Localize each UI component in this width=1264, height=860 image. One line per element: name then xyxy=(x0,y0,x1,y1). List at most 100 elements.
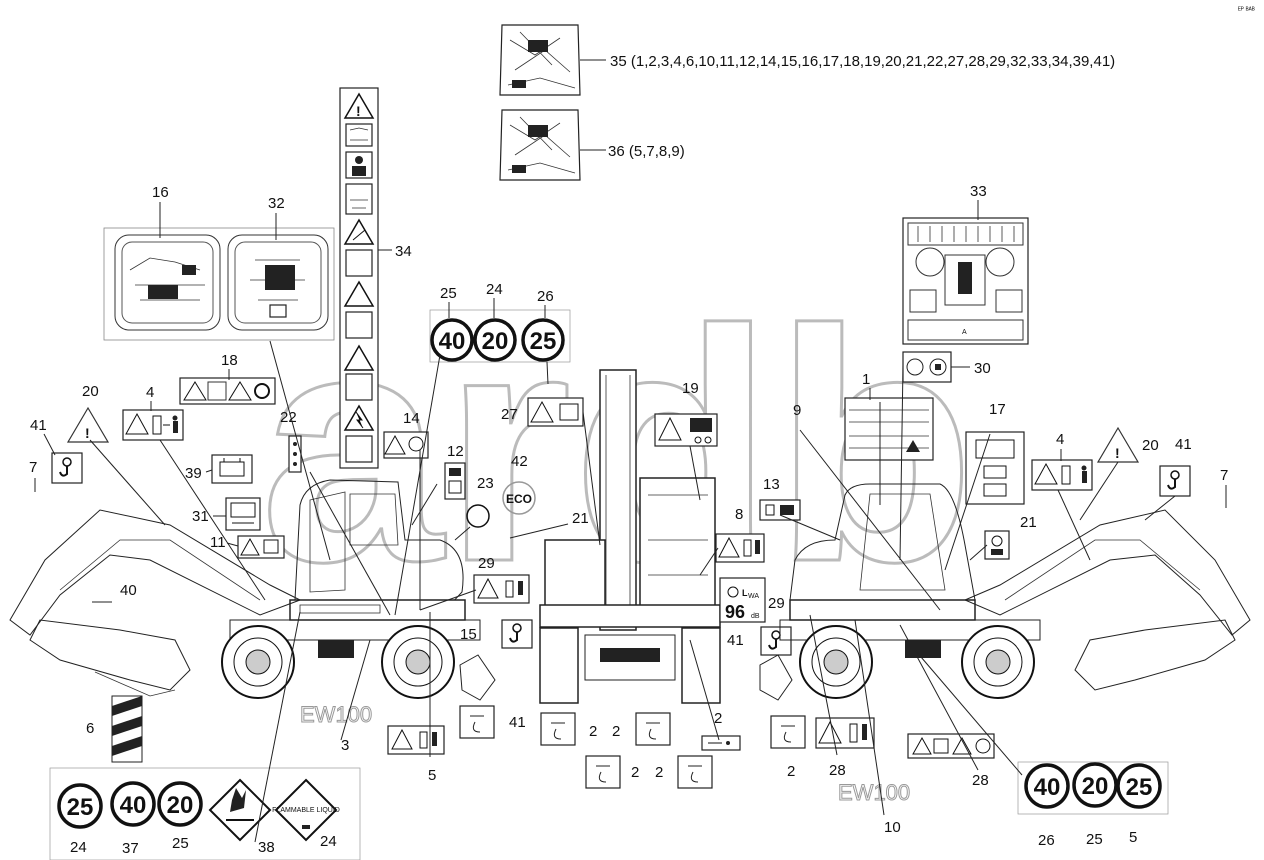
decal-42-eco: ECO xyxy=(502,481,536,515)
decal-41-center-right xyxy=(760,626,792,656)
callout-34: 34 xyxy=(395,243,412,260)
callout-22: 22 xyxy=(280,409,297,426)
svg-text:!: ! xyxy=(1115,445,1120,461)
decal-18 xyxy=(179,377,276,405)
hazard-diamond-38 xyxy=(208,778,272,842)
callout-10: 28 xyxy=(972,772,989,789)
callout-41: 41 xyxy=(30,417,47,434)
callout-9: 9 xyxy=(793,402,801,419)
speed-sign-25-br: 25 xyxy=(1116,763,1162,809)
callout-21-label: 21 xyxy=(1020,514,1037,531)
callout-38: 38 xyxy=(258,839,275,856)
decal-23 xyxy=(466,504,490,528)
callout-23: 23 xyxy=(477,475,494,492)
bottom-left-panel xyxy=(49,767,361,860)
decal-30 xyxy=(902,351,952,383)
speed-sign-40: 40 xyxy=(430,318,474,362)
speed-sign-20-br: 20 xyxy=(1072,762,1118,808)
callout-2-b: 2 xyxy=(589,723,597,740)
callout-25-br: 26 xyxy=(1038,832,1055,849)
decal-20-left: ! xyxy=(66,406,110,443)
warning-triangle-icon xyxy=(343,344,375,371)
callout-27: 27 xyxy=(501,406,518,423)
callout-24: 24 xyxy=(486,281,503,298)
decal-2-f xyxy=(770,715,806,749)
callout-25-bl: 37 xyxy=(122,840,139,857)
excavator-front-view xyxy=(539,369,721,704)
callout-13: 13 xyxy=(763,476,780,493)
decal-41-center-left xyxy=(501,619,533,649)
excavator-right-side: EW100 xyxy=(759,483,1251,806)
callout-37: 24 xyxy=(320,833,337,850)
callout-3: 2 xyxy=(714,710,722,727)
svg-text:A: A xyxy=(962,329,967,336)
decal-21 xyxy=(984,530,1010,560)
svg-text:WA: WA xyxy=(748,593,759,600)
callout-5: 3 xyxy=(341,737,349,754)
speed-sign-25-bl: 25 xyxy=(57,783,103,829)
bottom-right-panel xyxy=(1017,761,1169,815)
decal-14 xyxy=(383,431,429,459)
callout-2-c: 2 xyxy=(612,723,620,740)
callout-30: 30 xyxy=(974,360,991,377)
callout-41-d: 41 xyxy=(727,632,744,649)
callout-8: 21 xyxy=(572,510,589,527)
svg-text:25: 25 xyxy=(1126,774,1153,801)
callout-15: 29 xyxy=(768,595,785,612)
svg-text:25: 25 xyxy=(530,328,557,355)
decal-19 xyxy=(654,413,718,447)
callout-28: 5 xyxy=(428,767,436,784)
decal-1 xyxy=(844,397,934,461)
decal-41-left xyxy=(51,452,83,484)
decal-32 xyxy=(227,234,329,331)
callout-31: 31 xyxy=(192,508,209,525)
svg-text:L: L xyxy=(742,588,748,598)
corner-mark: ᴱᴾ ᴮᴬᴮ xyxy=(1238,6,1255,14)
callout-25: 25 xyxy=(440,285,457,302)
svg-text:20: 20 xyxy=(1082,773,1109,800)
callout-5-b: 10 xyxy=(884,819,901,836)
leader-lines xyxy=(89,340,1176,843)
callout-7: 7 xyxy=(29,459,37,476)
callout-4: 4 xyxy=(146,384,154,401)
kit-label-36: 36 (5,7,8,9) xyxy=(608,143,685,160)
callout-32: 32 xyxy=(268,195,285,212)
callout-11: 11 xyxy=(210,534,226,551)
callout-24-bl: 25 xyxy=(172,835,189,852)
decal-2-e xyxy=(677,755,713,789)
warning-triangle-icon xyxy=(343,404,375,431)
callout-28-b: 28 xyxy=(829,762,846,779)
decal-13 xyxy=(759,499,801,521)
callout-33: 33 xyxy=(970,183,987,200)
callout-26: 26 xyxy=(537,288,554,305)
svg-text:ECO: ECO xyxy=(506,492,532,506)
decal-4-right xyxy=(1031,459,1093,491)
callout-12: 12 xyxy=(447,443,464,460)
callout-26-bl: 24 xyxy=(70,839,87,856)
decal-34-strip: ! xyxy=(339,87,379,469)
callout-29: 8 xyxy=(735,506,743,523)
decal-33: A xyxy=(902,217,1029,345)
decal-39 xyxy=(211,454,253,484)
speed-sign-40-br: 40 xyxy=(1024,763,1070,809)
decal-6-stripes xyxy=(111,695,143,763)
decal-2-a xyxy=(459,705,495,739)
decal-2-b xyxy=(540,712,576,746)
decal-4-left xyxy=(122,409,184,441)
svg-text:40: 40 xyxy=(439,328,466,355)
callout-2-f: 2 xyxy=(787,763,795,780)
decal-2-d xyxy=(585,755,621,789)
decal-15-noise: L WA 96 dB xyxy=(719,577,766,623)
callout-14: 14 xyxy=(403,410,420,427)
callout-20-b: 20 xyxy=(1142,437,1159,454)
decal-27 xyxy=(527,397,584,427)
decal-10 xyxy=(907,733,995,759)
svg-text:40: 40 xyxy=(120,792,147,819)
decal-20-right: ! xyxy=(1096,426,1140,463)
warning-triangle-icon: ! xyxy=(343,92,375,119)
svg-text:20: 20 xyxy=(482,328,509,355)
decal-12 xyxy=(444,462,466,500)
model-badge-left: EW100 xyxy=(300,702,372,727)
decal-31 xyxy=(225,497,261,531)
